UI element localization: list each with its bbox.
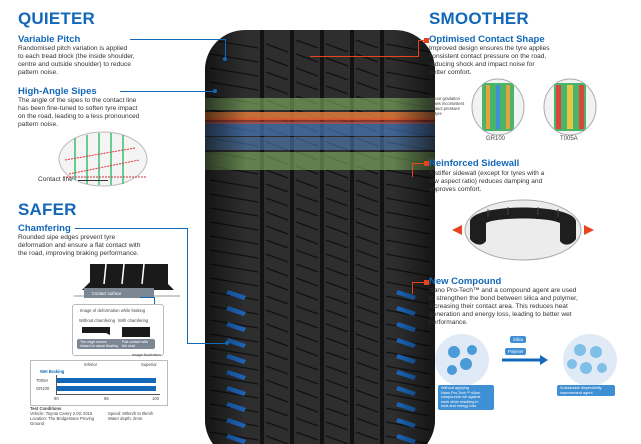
chart-title: Wet Braking xyxy=(40,369,65,374)
safer-heading: SAFER xyxy=(18,200,77,219)
sidewall-cross-section xyxy=(452,199,594,261)
chart-tick-90: 90 xyxy=(54,396,59,401)
compound-pointer xyxy=(412,282,427,283)
high-angle-sipes-text: The angle of the sipes to the contact li… xyxy=(18,97,140,128)
chart-row-label-gr100: GR100 xyxy=(36,386,50,391)
reinforced-sidewall-title: Reinforced Sidewall xyxy=(429,158,520,169)
contact-surface-label: Contact surface xyxy=(92,291,122,296)
variable-pitch-title: Variable Pitch xyxy=(18,34,81,45)
smoother-heading: SMOOTHER xyxy=(429,9,529,28)
high-angle-sipes-title: High-Angle Sipes xyxy=(18,86,97,97)
deformation-title: Image of deformation while braking xyxy=(80,308,146,313)
chart-row-label-t005a: T005A xyxy=(36,378,49,383)
footprint-label-t005a: T005A xyxy=(560,136,578,142)
chamfering-pointer xyxy=(75,228,187,229)
chart-bar-gr100 xyxy=(56,386,156,391)
with-chamfering-caption: Flat contact with the road xyxy=(119,339,155,350)
chart-inferior-label: Inferior xyxy=(84,362,98,367)
without-chamfering-caption: The edge curves inward to cause floating xyxy=(77,339,121,350)
chart-superior-label: Superior xyxy=(141,362,157,367)
contact-shape-title: Optimised Contact Shape xyxy=(429,34,545,45)
footprint-label-gr100: GR100 xyxy=(486,136,506,142)
compound-illustration xyxy=(435,334,617,386)
wet-braking-chart xyxy=(30,360,168,406)
contact-shape-pointer xyxy=(418,40,427,41)
without-chamfering-label: Without chamfering xyxy=(79,318,116,323)
image-illustration-label: Image illustration xyxy=(132,353,161,357)
test-conditions-right: Speed: 80km/h to 0km/h Water depth: 2mm xyxy=(108,411,154,421)
sipes-closeup xyxy=(58,131,148,187)
contact-shape-text: Improved design ensures the tyre applies… xyxy=(429,45,550,76)
with-chamfering-label: With chamfering xyxy=(118,318,149,323)
sidewall-pointer xyxy=(412,163,427,164)
silica-label: Silica xyxy=(510,336,527,344)
contact-pressure-footprints xyxy=(471,78,597,136)
quieter-heading: QUIETER xyxy=(18,9,95,28)
chamfering-title: Chamfering xyxy=(18,223,71,234)
sipes-pointer xyxy=(120,91,215,92)
new-compound-text: Nano Pro-Tech™ and a compound agent are … xyxy=(429,287,578,326)
chart-tick-95: 95 xyxy=(104,396,109,401)
reinforced-sidewall-text: A stiffer sidewall (except for tyres wit… xyxy=(429,170,545,193)
test-conditions: Test Conditions Vehicle: Toyota Camry 2.… xyxy=(30,406,95,426)
chamfer-block-illustration xyxy=(74,263,180,298)
chart-bar-t005a xyxy=(56,378,156,383)
polymer-label: Polymer xyxy=(505,348,527,356)
chart-tick-100: 100 xyxy=(152,396,159,401)
contact-line-label: Contact line xyxy=(38,176,73,183)
new-compound-title: New Compound xyxy=(429,276,502,287)
variable-pitch-pointer xyxy=(130,39,225,40)
